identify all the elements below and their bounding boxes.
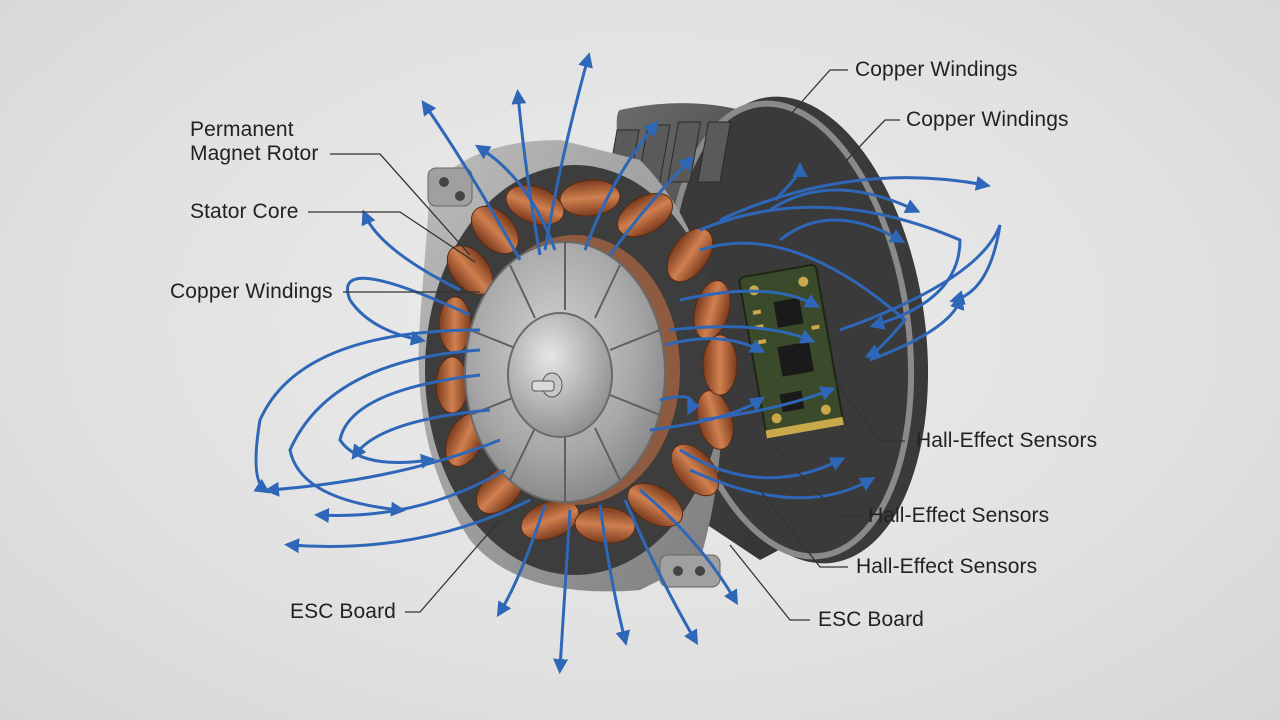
label-copper-windings-left: Copper Windings — [170, 280, 333, 303]
leader-lines — [308, 69, 905, 621]
label-esc-board-left: ESC Board — [290, 600, 396, 623]
label-permanent-magnet-rotor-line1: Permanent — [190, 118, 294, 141]
label-copper-windings-top2: Copper Windings — [906, 108, 1069, 131]
label-hall-effect-sensors-2: Hall-Effect Sensors — [868, 504, 1050, 527]
label-permanent-magnet-rotor-line2: Magnet Rotor — [190, 142, 319, 165]
permanent-magnet-rotor — [464, 235, 680, 505]
copper-coils — [435, 179, 738, 544]
label-stator-core: Stator Core — [190, 200, 299, 223]
label-esc-board-right: ESC Board — [818, 608, 924, 631]
label-copper-windings-top1: Copper Windings — [855, 58, 1018, 81]
magnetic-field-lines — [253, 52, 1002, 674]
label-hall-effect-sensors-1: Hall-Effect Sensors — [916, 429, 1098, 452]
label-hall-effect-sensors-3: Hall-Effect Sensors — [856, 555, 1038, 578]
